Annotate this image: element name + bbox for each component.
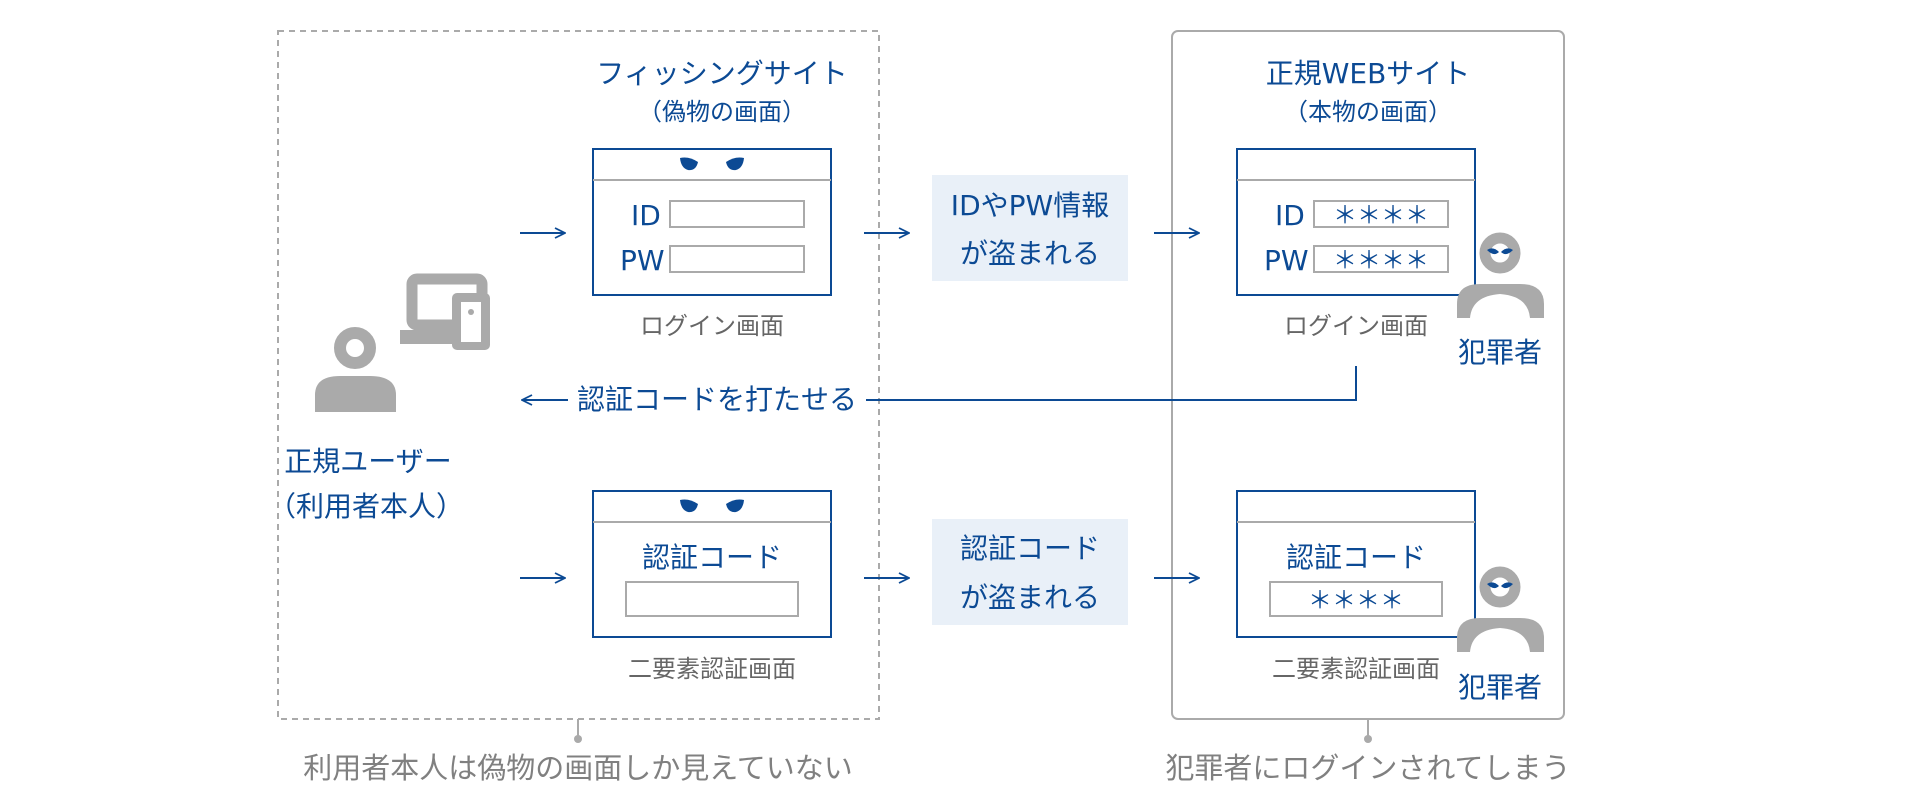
phishing-code-input (625, 581, 799, 617)
devices-icon (400, 273, 490, 350)
legit-site-title: 正規WEBサイト (1265, 57, 1471, 90)
legit-code-caption: 二要素認証画面 (1272, 655, 1440, 683)
phishing-login-window (592, 148, 832, 296)
legit-code-input (1269, 581, 1443, 617)
phishing-id-input (669, 200, 805, 228)
arrow-right-icon (520, 233, 1199, 578)
legit-id-label: ID (1275, 199, 1305, 232)
credentials-stolen-line1: IDやPW情報 (950, 189, 1110, 222)
phishing-site-subtitle: （偽物の画面） (638, 98, 806, 126)
user-icon (315, 327, 396, 412)
code-stolen-line2: が盗まれる (959, 581, 1101, 614)
user-label-line2: （利用者本人） (267, 490, 465, 523)
phishing-pw-input (669, 245, 805, 273)
phishing-region-pointer-dot (574, 735, 582, 743)
credentials-stolen-line2: が盗まれる (959, 237, 1101, 270)
criminal-icon (1457, 566, 1544, 652)
legit-pw-label: PW (1264, 244, 1309, 277)
code-stolen-box (932, 519, 1128, 625)
prompt-code-label: 認証コードを打たせる (570, 386, 864, 414)
phishing-id-label: ID (631, 199, 661, 232)
evil-eyes-icon (680, 157, 744, 171)
code-stolen-line1: 認証コード (959, 532, 1101, 565)
legit-login-window (1236, 148, 1476, 296)
legit-code-value: ＊＊＊＊ (1308, 586, 1404, 614)
user-label-line1: 正規ユーザー (284, 445, 452, 478)
criminal-icon (1457, 232, 1544, 318)
legit-code-title: 認証コード (1285, 541, 1427, 574)
evil-eyes-icon (680, 499, 744, 513)
legit-login-caption: ログイン画面 (1284, 312, 1428, 340)
arrow-left-icon (522, 366, 1357, 400)
legit-site-subtitle: （本物の画面） (1284, 98, 1452, 126)
phishing-code-title: 認証コード (641, 541, 783, 574)
phishing-bottom-caption: 利用者本人は偽物の画面しか見えていない (303, 751, 853, 785)
credentials-stolen-box (932, 175, 1128, 281)
legit-id-value: ＊＊＊＊ (1333, 201, 1429, 229)
phishing-code-window (592, 490, 832, 638)
phishing-login-caption: ログイン画面 (640, 312, 784, 340)
criminal-label-bottom: 犯罪者 (1457, 671, 1543, 704)
legit-pw-value: ＊＊＊＊ (1333, 246, 1429, 274)
phishing-code-caption: 二要素認証画面 (628, 655, 796, 683)
legit-code-window (1236, 490, 1476, 638)
legit-bottom-caption: 犯罪者にログインされてしまう (1165, 751, 1571, 785)
phishing-site-title: フィッシングサイト (596, 57, 848, 90)
criminal-label-top: 犯罪者 (1457, 336, 1543, 369)
legit-region-pointer-dot (1364, 735, 1372, 743)
phishing-pw-label: PW (620, 244, 665, 277)
legit-id-input (1313, 200, 1449, 228)
legit-pw-input (1313, 245, 1449, 273)
